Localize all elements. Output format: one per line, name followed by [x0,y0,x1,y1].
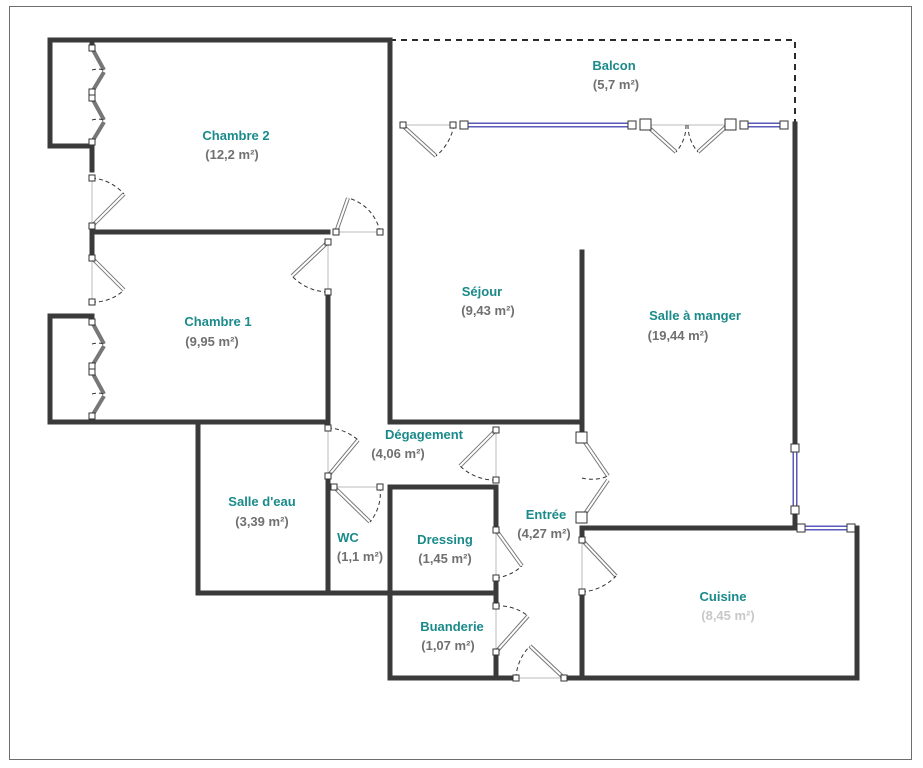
door-leaves [90,47,730,680]
room-label-entree: Entrée [525,507,567,522]
room-area-chambre-2: (12,2 m²) [205,147,259,162]
balcony-outline [390,39,796,124]
room-label-balcon: Balcon [592,58,636,73]
openings [91,124,728,679]
room-area-degagement: (4,06 m²) [371,446,425,461]
room-label-dressing: Dressing [417,532,473,547]
walls [47,37,860,681]
room-area-sejour: (9,43 m²) [461,303,515,318]
room-area-chambre-1: (9,95 m²) [185,334,239,349]
windows [459,120,856,533]
room-label-degagement: Dégagement [384,427,464,442]
room-label-wc: WC [337,530,359,545]
room-label-sejour: Séjour [461,284,503,299]
room-area-salle-a-manger: (19,44 m²) [647,328,709,343]
room-label-chambre-2: Chambre 2 [202,128,270,143]
room-area-balcon: (5,7 m²) [592,77,640,92]
door-swings [91,68,699,679]
room-label-cuisine: Cuisine [699,589,747,604]
door-hinges [88,44,737,682]
room-area-wc: (1,1 m²) [336,549,384,564]
room-area-entree: (4,27 m²) [517,526,571,541]
room-area-buanderie: (1,07 m²) [421,638,475,653]
floor-plan-frame [9,6,912,760]
room-label-buanderie: Buanderie [420,619,484,634]
room-area-cuisine: (8,45 m²) [701,608,755,623]
room-area-dressing: (1,45 m²) [418,551,472,566]
room-area-salle-deau: (3,39 m²) [235,514,289,529]
room-label-chambre-1: Chambre 1 [184,314,252,329]
room-label-salle-a-manger: Salle à manger [649,308,741,323]
room-label-salle-deau: Salle d'eau [228,494,296,509]
